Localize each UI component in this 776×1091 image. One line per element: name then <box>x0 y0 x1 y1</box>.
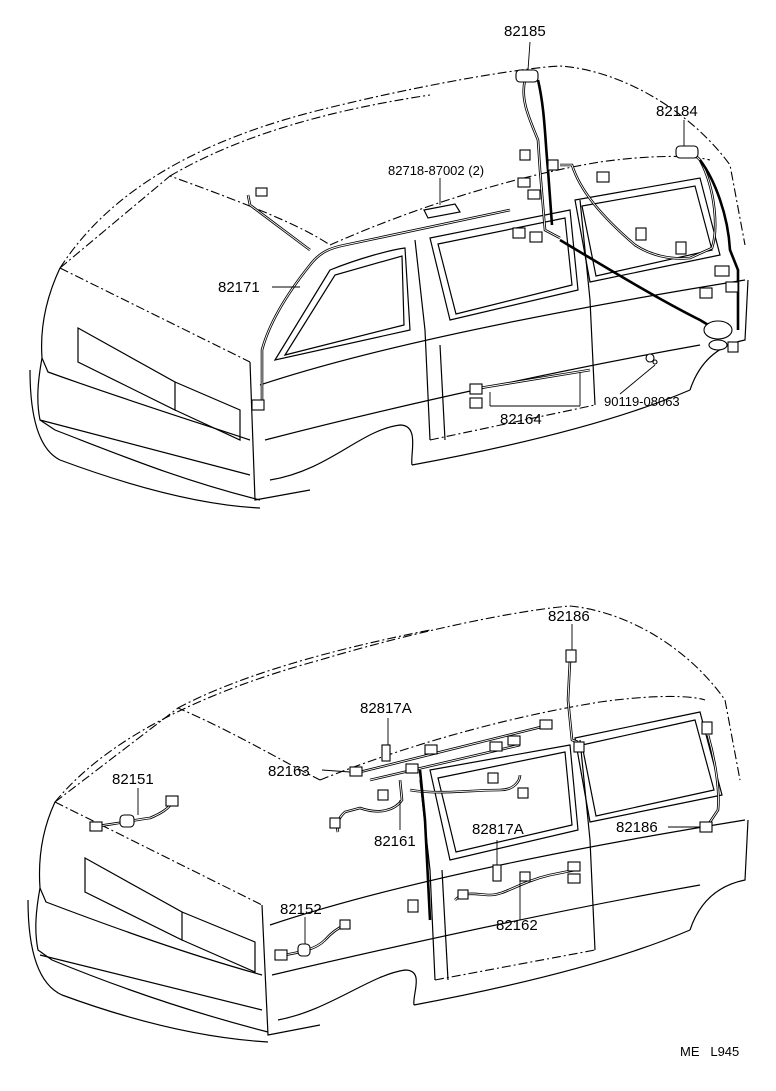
connector <box>349 766 363 777</box>
bolt <box>652 359 658 365</box>
connector <box>573 741 585 753</box>
connector <box>529 231 543 243</box>
connector <box>675 241 687 255</box>
part-label: 82152 <box>280 901 322 918</box>
connector <box>487 772 499 784</box>
lamp-socket <box>703 320 733 340</box>
connector <box>405 763 419 774</box>
connector <box>699 821 713 833</box>
connector <box>515 69 539 83</box>
connector <box>567 861 581 872</box>
connector <box>699 287 713 299</box>
connector <box>424 744 438 755</box>
part-label: 82185 <box>504 23 546 40</box>
grommet <box>297 943 311 957</box>
connector <box>725 281 739 293</box>
connector <box>329 817 341 829</box>
connector <box>507 735 521 746</box>
bottom-van-body <box>27 605 749 1043</box>
part-label: 82817A <box>360 700 412 717</box>
connector <box>635 227 647 241</box>
connector <box>567 873 581 884</box>
connector <box>675 145 699 159</box>
top-view-leaders <box>272 41 685 407</box>
part-label: 82162 <box>496 917 538 934</box>
part-label: 90119-08063 <box>604 394 680 409</box>
connector <box>251 399 265 411</box>
part-label: 82184 <box>656 103 698 120</box>
part-label: 82817A <box>472 821 524 838</box>
figure-code: ME L945 <box>680 1044 739 1059</box>
part-label: 82718-87002 (2) <box>388 163 484 178</box>
connector <box>701 721 713 735</box>
connector <box>714 265 730 277</box>
connector <box>165 795 179 807</box>
part-label: 82186 <box>548 608 590 625</box>
connector <box>519 871 531 882</box>
part-label: 82161 <box>374 833 416 850</box>
lamp-socket <box>708 339 728 351</box>
part-label: 82151 <box>112 771 154 788</box>
connector <box>89 821 103 832</box>
bottom-view-labels: 82186 82817A 82163 82151 82161 82817A 82… <box>112 608 658 934</box>
connector <box>565 649 577 663</box>
part-label: 82164 <box>500 411 542 428</box>
connector <box>457 889 469 900</box>
connector <box>407 899 419 913</box>
top-van-body <box>29 65 749 509</box>
bolt <box>645 353 655 363</box>
connector <box>469 397 483 409</box>
clip <box>381 744 391 762</box>
connector <box>547 159 559 171</box>
connector <box>377 789 389 801</box>
connector <box>517 177 531 188</box>
grommet <box>119 814 135 828</box>
connector <box>512 227 526 239</box>
clip <box>492 864 502 882</box>
connector <box>255 187 268 197</box>
part-label: 82186 <box>616 819 658 836</box>
connector <box>527 189 541 200</box>
bottom-van-wiring <box>89 649 720 961</box>
connector <box>469 383 483 395</box>
connector <box>596 171 610 183</box>
connector <box>489 741 503 752</box>
top-view-labels: 82185 82184 82718-87002 (2) 82171 82164 … <box>218 23 698 428</box>
connector <box>517 787 529 799</box>
connector <box>274 949 288 961</box>
connector <box>539 719 553 730</box>
connector <box>339 919 351 930</box>
connector <box>519 149 531 161</box>
part-label: 82163 <box>268 763 310 780</box>
bottom-view-leaders <box>137 624 700 944</box>
connector <box>727 341 739 353</box>
part-label: 82171 <box>218 279 260 296</box>
top-van-wiring <box>246 69 740 411</box>
